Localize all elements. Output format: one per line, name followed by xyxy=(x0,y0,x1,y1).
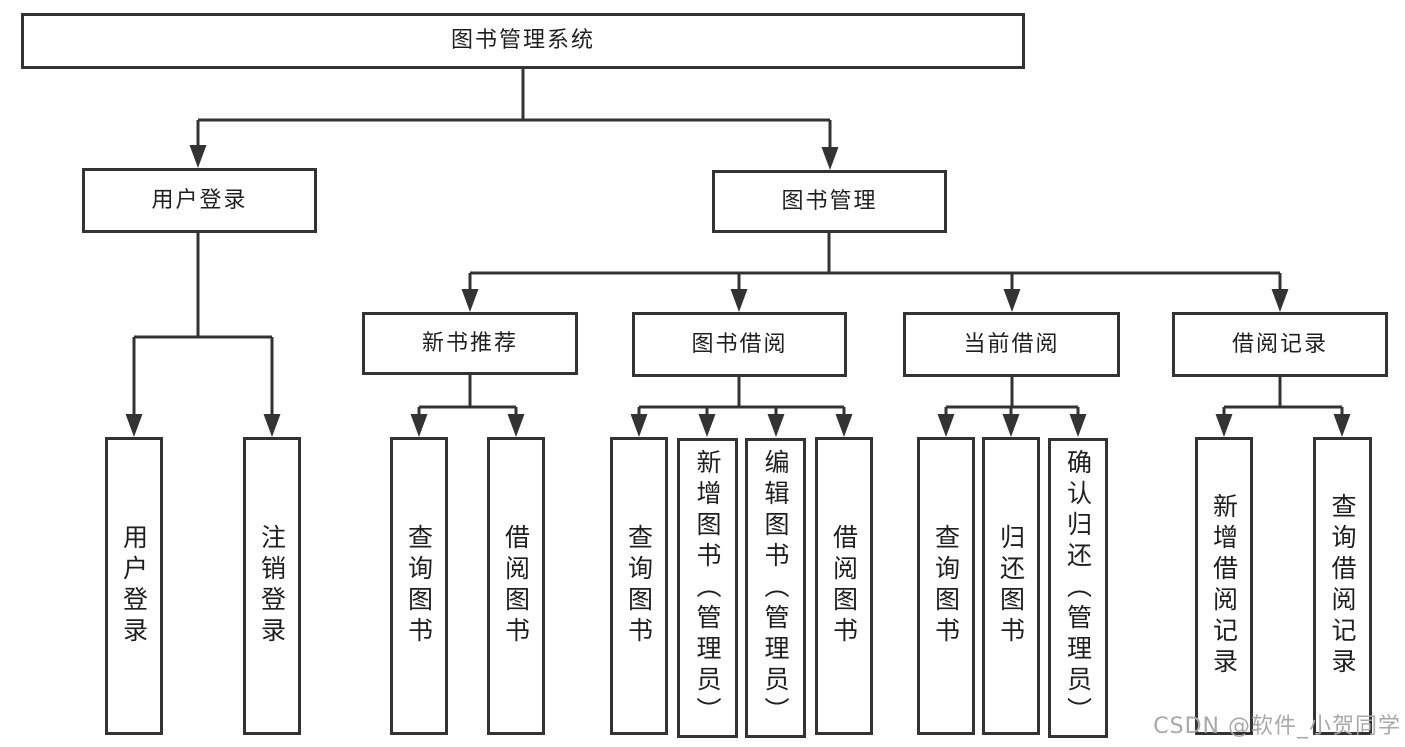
node-current-borrowing: 当前借阅 xyxy=(903,312,1120,377)
node-leaf-add-borrow-record: 新增借阅记录 xyxy=(1195,437,1253,735)
node-book-management-module: 图书管理 xyxy=(712,170,947,233)
node-leaf-add-books-admin: 新增图书（管理员） xyxy=(677,438,738,738)
csdn-watermark: CSDN @软件_小贺同学 xyxy=(1153,714,1401,739)
node-leaf-borrow-books: 借阅图书 xyxy=(815,437,873,735)
arrowheads xyxy=(125,145,1351,437)
node-leaf-logout: 注销登录 xyxy=(243,437,301,735)
node-leaf-query-borrow-record: 查询借阅记录 xyxy=(1313,437,1372,735)
node-book-borrowing: 图书借阅 xyxy=(632,312,847,377)
node-leaf-query-books-recommend: 查询图书 xyxy=(390,437,448,735)
node-new-book-recommendation: 新书推荐 xyxy=(362,312,578,375)
node-leaf-query-books-current: 查询图书 xyxy=(917,437,975,735)
node-leaf-edit-books-admin: 编辑图书（管理员） xyxy=(745,438,806,738)
node-leaf-return-books: 归还图书 xyxy=(982,437,1040,735)
node-leaf-user-login: 用户登录 xyxy=(105,437,163,735)
node-leaf-borrow-books-recommend: 借阅图书 xyxy=(487,437,545,735)
node-borrowing-records: 借阅记录 xyxy=(1172,312,1388,377)
node-leaf-confirm-return-admin: 确认归还（管理员） xyxy=(1048,438,1108,738)
node-library-management-system: 图书管理系统 xyxy=(21,13,1025,69)
node-leaf-query-books-borrowing: 查询图书 xyxy=(610,437,668,735)
node-user-login-module: 用户登录 xyxy=(82,168,317,233)
